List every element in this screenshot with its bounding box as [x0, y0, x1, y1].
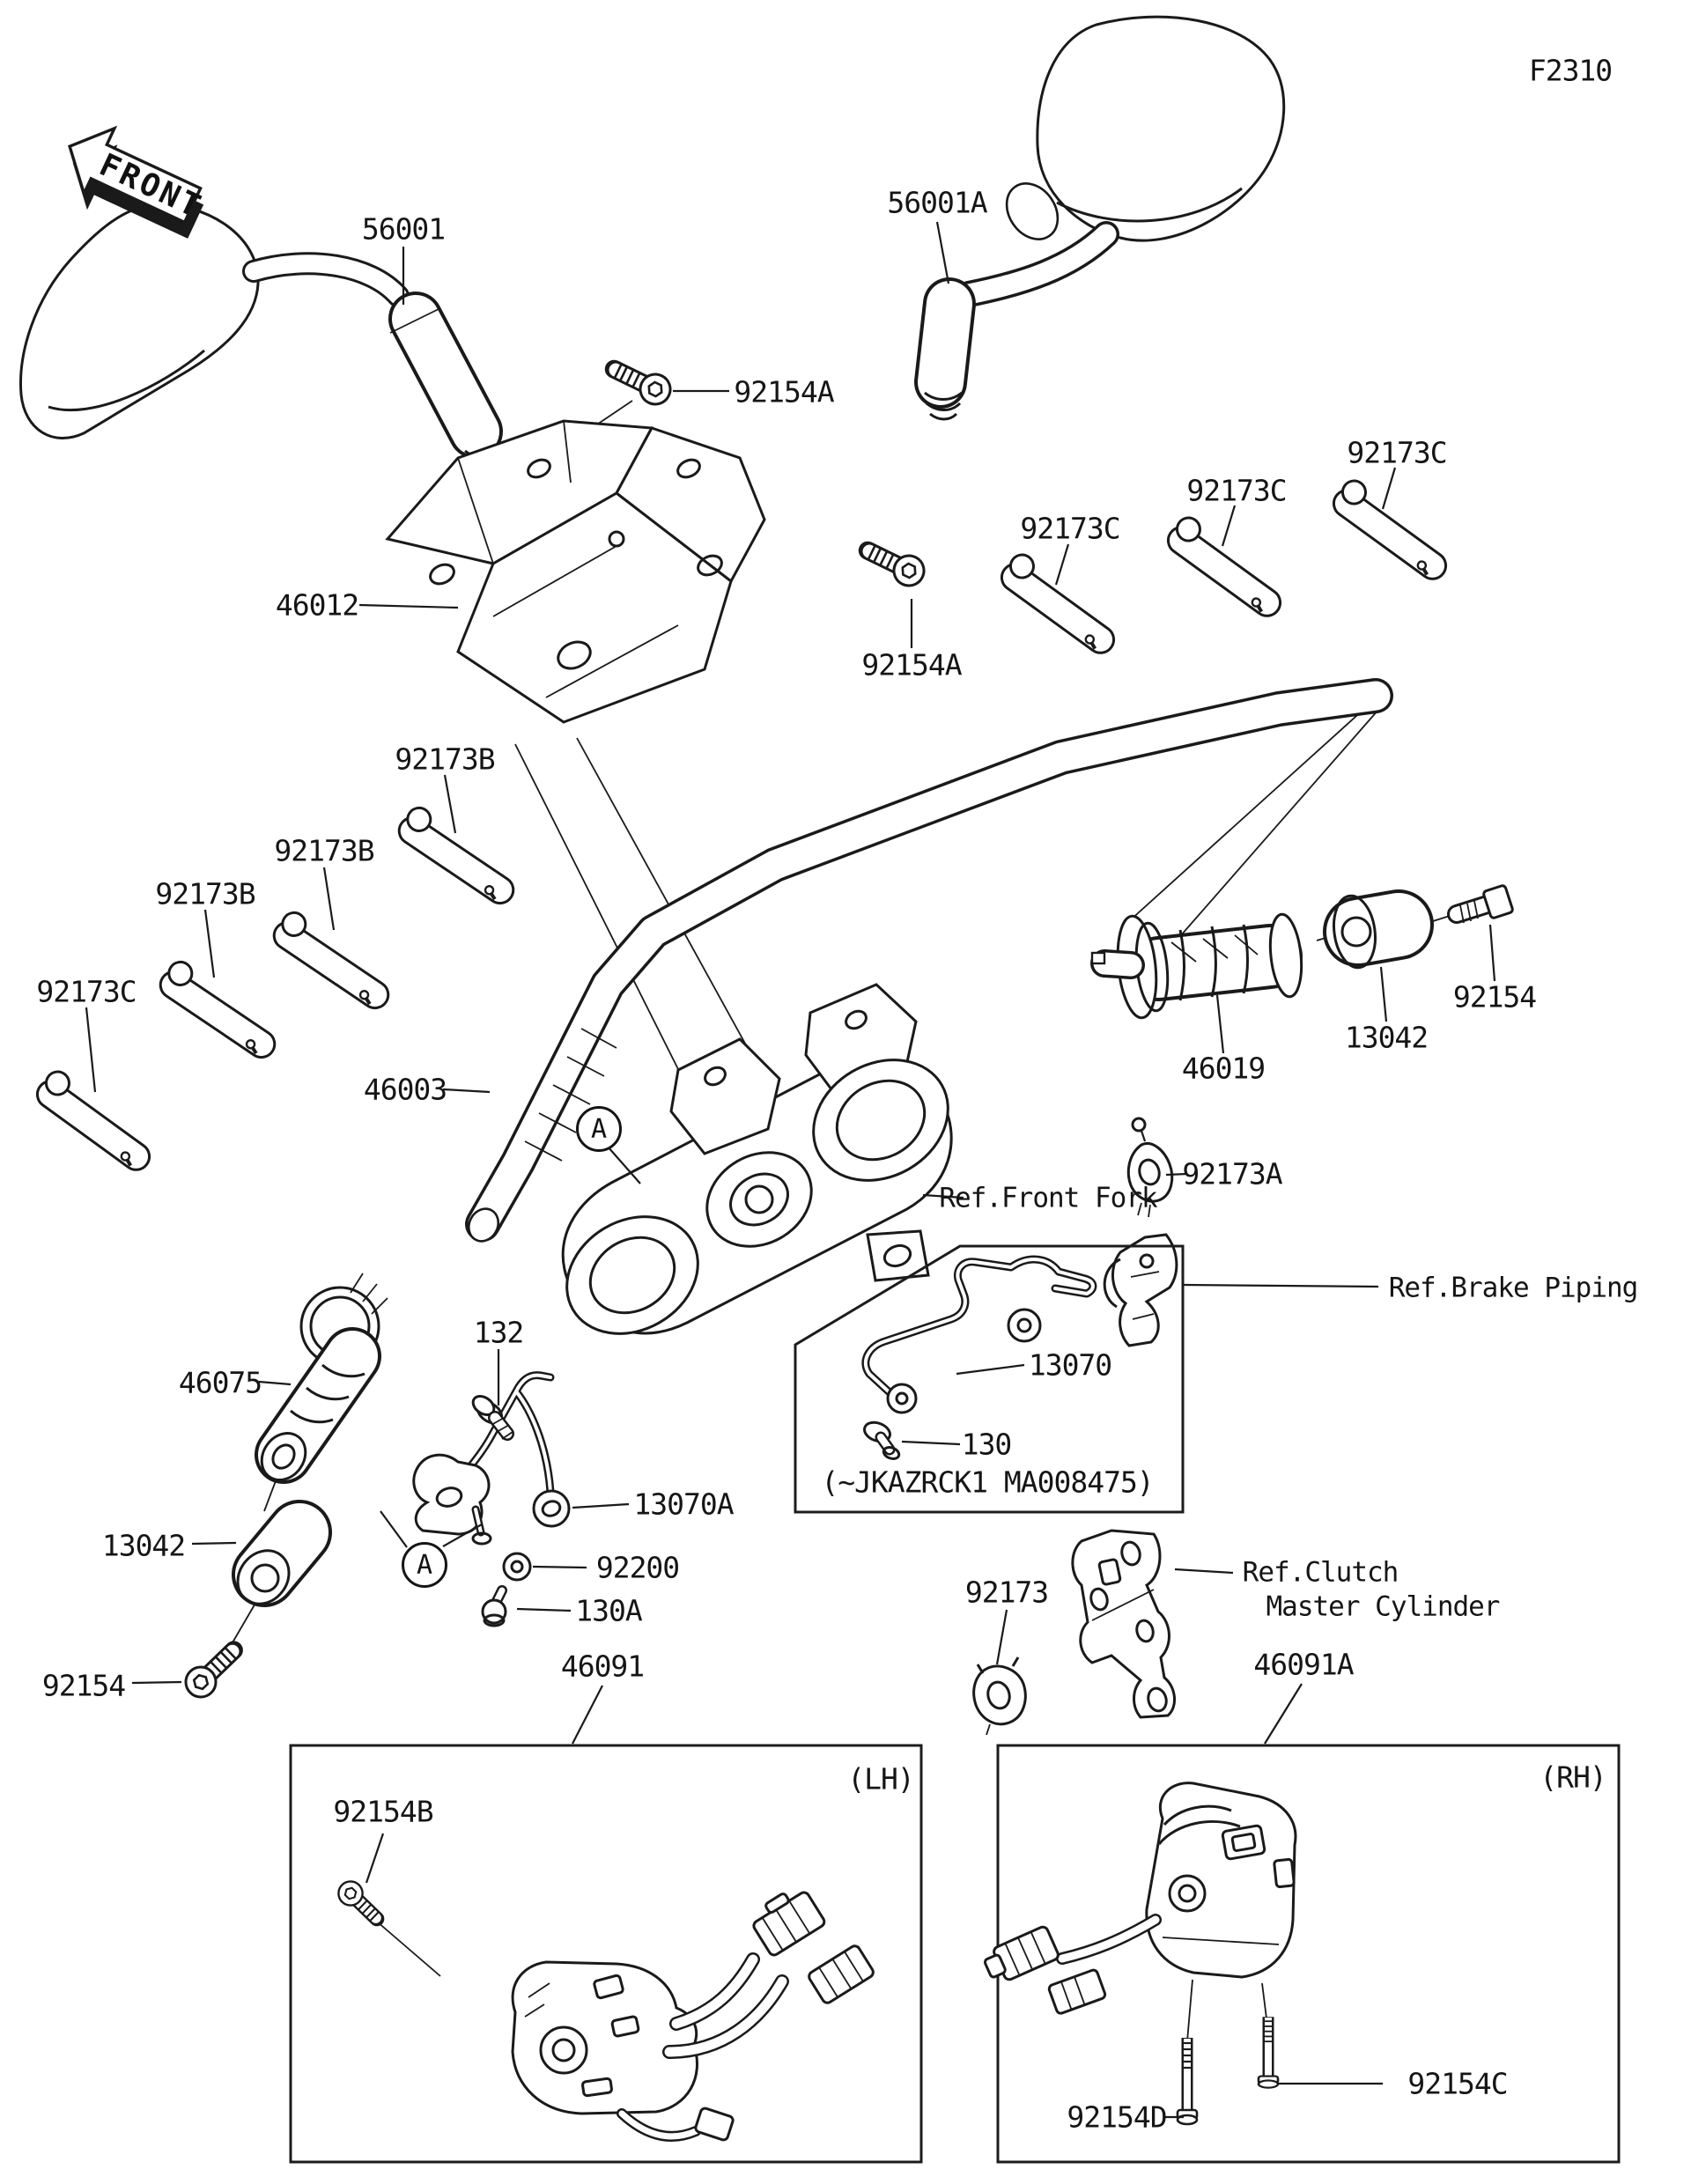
bolt-130-drawing: [862, 1420, 901, 1460]
part-label-132: 132: [473, 1315, 525, 1350]
handlebar-drawing: [465, 678, 1393, 1243]
part-label-92173c-2: 92173C: [1186, 473, 1287, 508]
part-label-92173c-1: 92173C: [1020, 511, 1120, 546]
clutch-bracket-drawing: [1071, 1529, 1176, 1719]
part-label-92154c: 92154C: [1407, 2066, 1508, 2101]
leader-lines: [85, 221, 1496, 2119]
part-label-13042-r: 13042: [1344, 1020, 1429, 1055]
left-weight-drawing: [232, 1500, 332, 1607]
strap-c4: [33, 1066, 162, 1175]
right-weight-drawing: [1323, 889, 1434, 970]
part-label-46012: 46012: [275, 587, 359, 623]
rh-box-tag: (RH): [1540, 1760, 1606, 1795]
rh-screw-short: [1259, 2017, 1278, 2087]
page-code: F2310: [1528, 53, 1613, 88]
cable-perch-drawing: [412, 1453, 492, 1546]
detail-marker-a1: A: [576, 1106, 622, 1152]
part-label-92154a-1: 92154A: [734, 374, 834, 410]
part-label-130: 130: [961, 1427, 1013, 1462]
part-label-46075: 46075: [178, 1365, 262, 1400]
triple-clamp-drawing: [561, 983, 953, 1335]
part-label-13070: 13070: [1028, 1347, 1112, 1383]
detail-marker-a2: A: [402, 1542, 447, 1588]
part-label-92173b-2: 92173B: [274, 833, 374, 868]
part-label-92154-r: 92154: [1452, 979, 1537, 1015]
rh-screw-long: [1178, 2038, 1197, 2124]
part-label-92173b-1: 92173B: [395, 742, 495, 777]
left-grip-drawing: [255, 1273, 388, 1484]
bolt-132-drawing: [471, 1395, 514, 1441]
part-label-56001: 56001: [361, 211, 446, 247]
part-label-46091: 46091: [560, 1649, 645, 1684]
part-label-92173a: 92173A: [1182, 1156, 1282, 1192]
part-label-92154d: 92154D: [1067, 2099, 1167, 2135]
washer-92200-drawing: [502, 1552, 532, 1582]
vin-note: (~JKAZRCK1 MA008475): [821, 1465, 1154, 1500]
bolt-130a-drawing: [481, 1585, 507, 1627]
part-label-92173c-4: 92173C: [36, 974, 137, 1009]
part-label-92154a-2: 92154A: [861, 647, 962, 682]
lh-switch-screw: [334, 1877, 386, 1928]
note-box: [794, 1244, 1185, 1514]
part-label-13070a: 13070A: [633, 1487, 734, 1522]
ref-front-fork: Ref.Front Fork: [939, 1182, 1157, 1214]
part-label-56001a: 56001A: [887, 185, 987, 220]
part-label-92200: 92200: [595, 1550, 680, 1585]
left-mirror-drawing: [19, 203, 504, 482]
right-mirror-drawing: [914, 15, 1286, 421]
part-label-13042-l: 13042: [101, 1528, 186, 1563]
left-bar-end-screw: [180, 1640, 244, 1703]
strap-b1: [392, 801, 527, 911]
holder-screw-1: [608, 356, 676, 410]
part-label-92154b: 92154B: [333, 1794, 433, 1829]
part-label-46019: 46019: [1181, 1051, 1266, 1086]
part-label-92154-l: 92154: [41, 1668, 126, 1703]
right-grip-drawing: [1090, 912, 1303, 1020]
clamp-92173a-drawing: [1126, 1117, 1174, 1218]
ref-brake-piping: Ref.Brake Piping: [1388, 1272, 1639, 1304]
right-bar-end-bolt: [1447, 884, 1514, 924]
part-label-92173c-3: 92173C: [1347, 435, 1447, 470]
ref-clutch-line1: Ref.Clutch: [1242, 1556, 1399, 1589]
strap-b3: [153, 955, 288, 1065]
ref-clutch-line2: Master Cylinder: [1266, 1590, 1501, 1623]
rh-switch-drawing: [983, 1782, 1297, 2124]
part-label-46003: 46003: [363, 1072, 447, 1107]
lh-switch-drawing: [511, 1891, 875, 2142]
part-label-46091a: 46091A: [1253, 1647, 1354, 1682]
clamp-92173-drawing: [972, 1656, 1027, 1736]
handle-holder-drawing: [385, 419, 766, 724]
part-label-92173: 92173: [964, 1575, 1049, 1610]
strap-b2: [267, 905, 402, 1015]
part-label-92173b-3: 92173B: [155, 876, 255, 911]
part-label-130a: 130A: [575, 1593, 642, 1628]
holder-screw-2: [861, 537, 929, 591]
strap-c3: [1329, 476, 1458, 584]
brake-piping-clamp-drawing: [1103, 1233, 1178, 1347]
lh-box: [289, 1744, 923, 2164]
lh-box-tag: (LH): [847, 1761, 914, 1797]
